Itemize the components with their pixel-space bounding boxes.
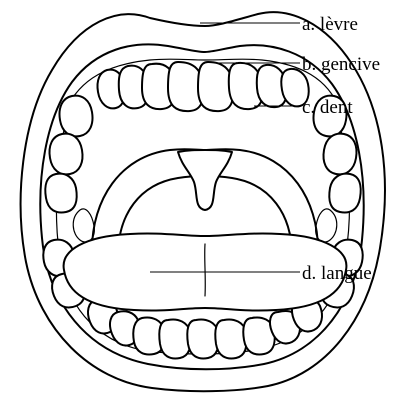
tonsil-right — [316, 209, 337, 242]
tongue-midline — [205, 244, 206, 296]
label-lip: a. lèvre — [302, 14, 358, 35]
tonsil-left — [73, 209, 94, 242]
label-tongue: d. langue — [302, 263, 372, 284]
label-gum: b. gencive — [302, 54, 380, 75]
uvula — [178, 150, 232, 210]
label-tooth: c. dent — [302, 97, 353, 118]
upper-teeth — [97, 62, 308, 111]
